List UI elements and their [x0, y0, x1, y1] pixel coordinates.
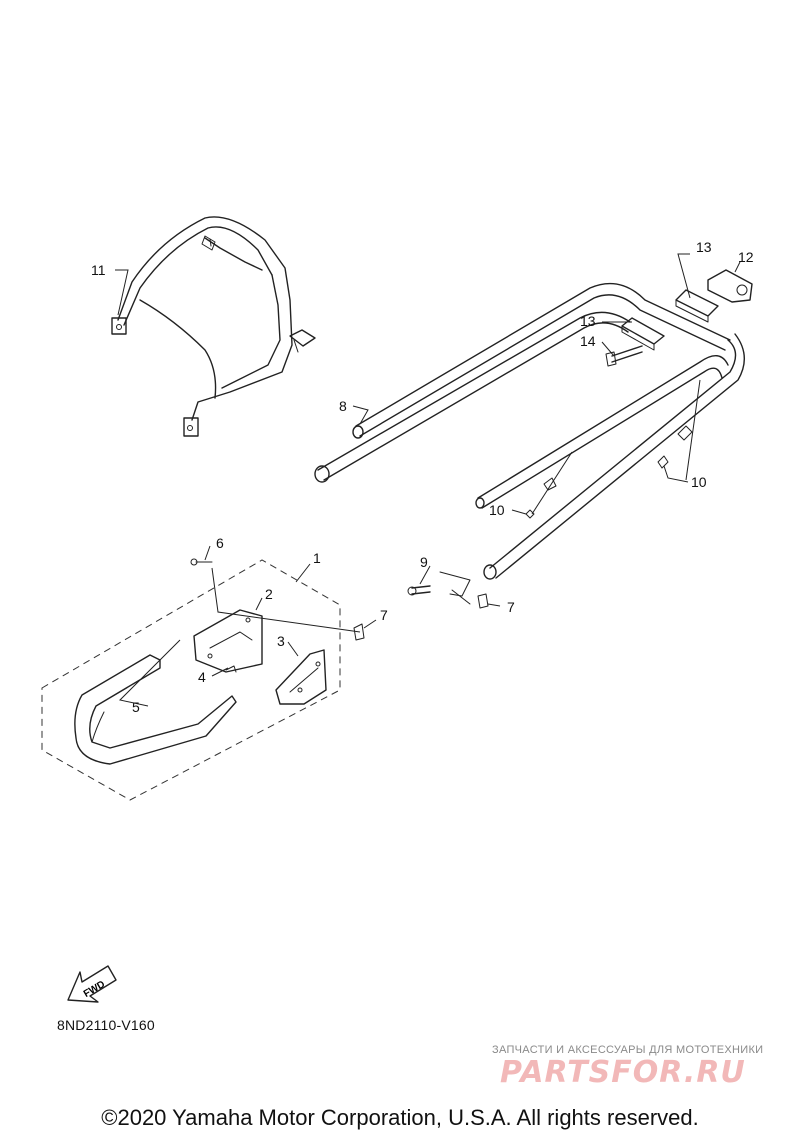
callout-13-top: 13 — [696, 239, 712, 255]
fwd-arrow-icon: FWD — [67, 965, 117, 1003]
watermark-tagline: ЗАПЧАСТИ И АКСЕССУАРЫ ДЛЯ МОТОТЕХНИКИ — [492, 1044, 764, 1056]
callout-labels: 11 13 12 13 14 8 10 10 6 1 2 7 3 4 5 9 7 — [91, 239, 754, 715]
callout-14: 14 — [580, 333, 596, 349]
part-12-13-14-hardware — [525, 269, 753, 519]
part-11-rear-bag — [111, 216, 316, 437]
fwd-arrow-label: FWD — [82, 979, 107, 1000]
watermark-logo: PARTSFOR.RU — [500, 1055, 746, 1090]
callout-11: 11 — [91, 262, 106, 278]
leader-lines — [115, 253, 741, 707]
part-9-7-bolts — [407, 571, 489, 609]
callout-12: 12 — [738, 249, 754, 265]
part-2-bracket — [193, 609, 263, 673]
callout-9: 9 — [420, 554, 428, 570]
part-3-bracket — [275, 649, 327, 705]
part-5-bumper — [74, 654, 237, 765]
part-8-rack-rails — [314, 282, 745, 580]
copyright-notice: ©2020 Yamaha Motor Corporation, U.S.A. A… — [101, 1105, 699, 1130]
callout-8: 8 — [339, 398, 347, 414]
callout-10-left: 10 — [489, 502, 505, 518]
diagram-code: 8ND2110-V160 — [57, 1017, 155, 1033]
part-4-6-7-fasteners — [190, 558, 365, 673]
callout-7-right: 7 — [507, 599, 515, 615]
callout-2: 2 — [265, 586, 273, 602]
callout-7-left: 7 — [380, 607, 388, 623]
callout-4: 4 — [198, 669, 206, 685]
kit-1-boundary — [41, 559, 341, 801]
callout-10-right: 10 — [691, 474, 707, 490]
callout-1: 1 — [313, 550, 321, 566]
callout-13-middle: 13 — [580, 313, 596, 329]
callout-3: 3 — [277, 633, 285, 649]
callout-6: 6 — [216, 535, 224, 551]
callout-5: 5 — [132, 699, 140, 715]
